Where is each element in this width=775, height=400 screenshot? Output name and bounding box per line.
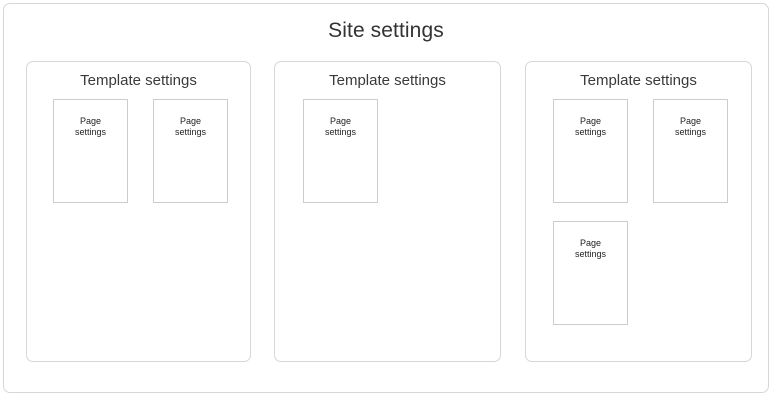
page-settings-card-label: Page settings — [554, 238, 627, 259]
page-settings-card-list: Page settings Page settings Page setting… — [526, 99, 751, 325]
template-settings-panel-1[interactable]: Template settings Page settings Page set… — [26, 61, 251, 362]
page-settings-card-label: Page settings — [154, 116, 227, 137]
page-settings-card[interactable]: Page settings — [653, 99, 728, 203]
page-settings-card-label-line2: settings — [74, 126, 107, 137]
page-settings-card-label: Page settings — [654, 116, 727, 137]
page-settings-card-list: Page settings — [275, 99, 500, 203]
template-settings-panel-2[interactable]: Template settings Page settings — [274, 61, 501, 362]
page-settings-card-label-line1: Page — [329, 116, 352, 126]
template-settings-title: Template settings — [580, 72, 697, 89]
page-settings-card-label-line2: settings — [574, 126, 607, 137]
page-settings-card-label-line2: settings — [574, 248, 607, 259]
page-settings-card-label-line2: settings — [324, 126, 357, 137]
page-settings-card-label: Page settings — [304, 116, 377, 137]
site-settings-container: Site settings Template settings Page set… — [3, 3, 769, 393]
page-settings-card-label-line1: Page — [679, 116, 702, 126]
page-settings-card[interactable]: Page settings — [553, 99, 628, 203]
page-settings-card-label: Page settings — [554, 116, 627, 137]
page-settings-card-label-line1: Page — [179, 116, 202, 126]
template-settings-title: Template settings — [329, 72, 446, 89]
page-settings-card[interactable]: Page settings — [553, 221, 628, 325]
template-settings-title: Template settings — [80, 72, 197, 89]
site-settings-title: Site settings — [328, 19, 444, 42]
page-settings-card-label-line1: Page — [579, 116, 602, 126]
page-settings-card[interactable]: Page settings — [153, 99, 228, 203]
template-settings-panel-3[interactable]: Template settings Page settings Page set… — [525, 61, 752, 362]
template-settings-row: Template settings Page settings Page set… — [4, 61, 770, 365]
page-settings-card-label-line2: settings — [674, 126, 707, 137]
page-settings-card-label: Page settings — [54, 116, 127, 137]
page-settings-card[interactable]: Page settings — [53, 99, 128, 203]
page-settings-card[interactable]: Page settings — [303, 99, 378, 203]
page-settings-card-label-line2: settings — [174, 126, 207, 137]
page-settings-card-label-line1: Page — [579, 238, 602, 248]
page-settings-card-list: Page settings Page settings — [27, 99, 250, 203]
page-settings-card-label-line1: Page — [79, 116, 102, 126]
